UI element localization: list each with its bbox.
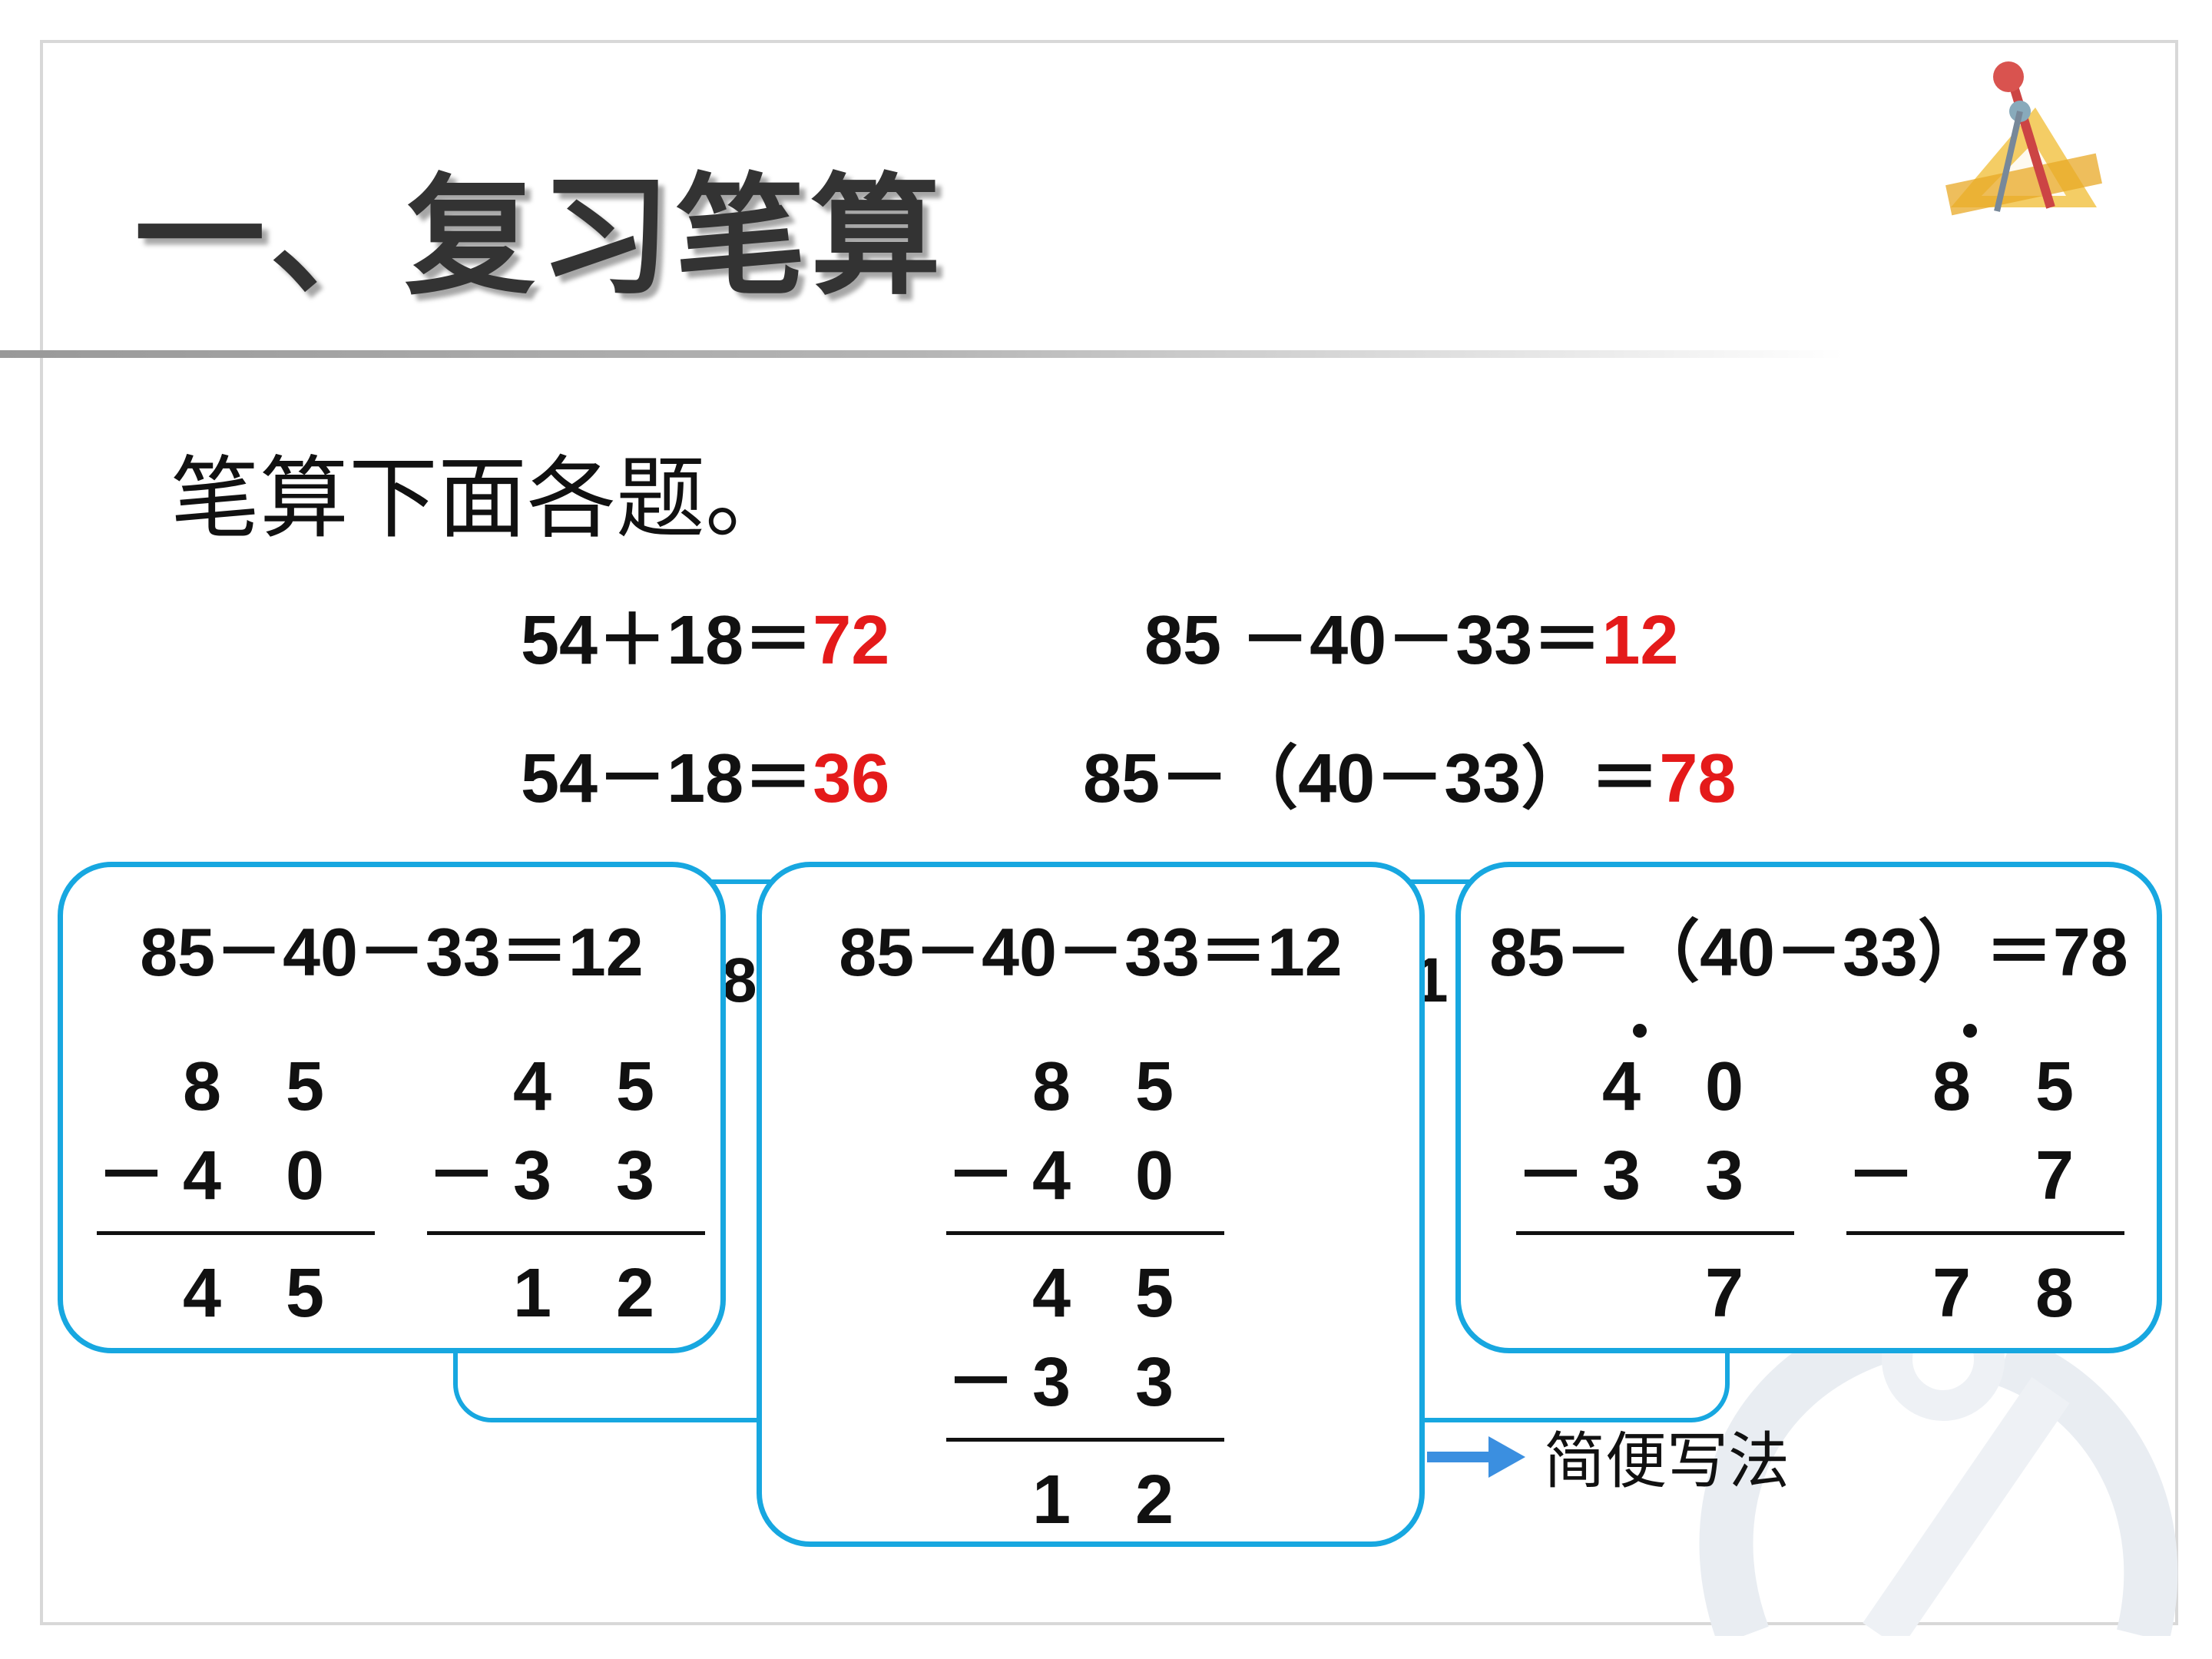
problem-answer: 72 [813, 602, 890, 679]
problem-expr: 85 －40－33＝ [1144, 602, 1602, 679]
problem-expr: 54－18＝ [521, 740, 813, 817]
drafting-tools-logo [1945, 61, 2102, 216]
problem-4: 85－（40－33）＝78 [1083, 722, 1736, 822]
problem-1: 54＋18＝72 [521, 584, 889, 684]
card-equation: 85－（40－33）＝78 [1489, 914, 2128, 990]
borrow-dot [1963, 1024, 1977, 1038]
card-equation: 85－40－33＝12 [140, 914, 644, 990]
calc-row: －7 [1846, 1137, 2075, 1214]
calc-line [1516, 1231, 1794, 1235]
calc-result: 7 [1705, 1255, 1744, 1332]
calc-line [1846, 1231, 2124, 1235]
simplified-method-label: 简便写法 [1544, 1426, 1790, 1497]
page-title: 一、复习笔算 [134, 161, 946, 313]
calc-line [946, 1438, 1224, 1442]
problem-answer: 78 [1659, 740, 1737, 817]
problem-2: 85 －40－33＝12 [1144, 584, 1678, 684]
problem-expr: 54＋18＝ [521, 602, 813, 679]
card-equation: 85－40－33＝12 [839, 914, 1343, 990]
calc-line [946, 1231, 1224, 1235]
instruction-text: 笔算下面各题。 [171, 447, 794, 551]
problem-3: 54－18＝36 [521, 722, 889, 822]
title-divider [0, 350, 1843, 358]
problem-answer: 36 [813, 740, 890, 817]
arrow-right-icon [1427, 1436, 1525, 1478]
borrow-dot [1633, 1024, 1647, 1038]
calc-line [427, 1231, 705, 1235]
problem-answer: 12 [1601, 602, 1679, 679]
calc-line [97, 1231, 375, 1235]
problem-expr: 85－（40－33）＝ [1083, 740, 1660, 817]
watermark-graphic [1699, 1298, 2178, 1636]
background-snippet: 8 [722, 945, 757, 1015]
